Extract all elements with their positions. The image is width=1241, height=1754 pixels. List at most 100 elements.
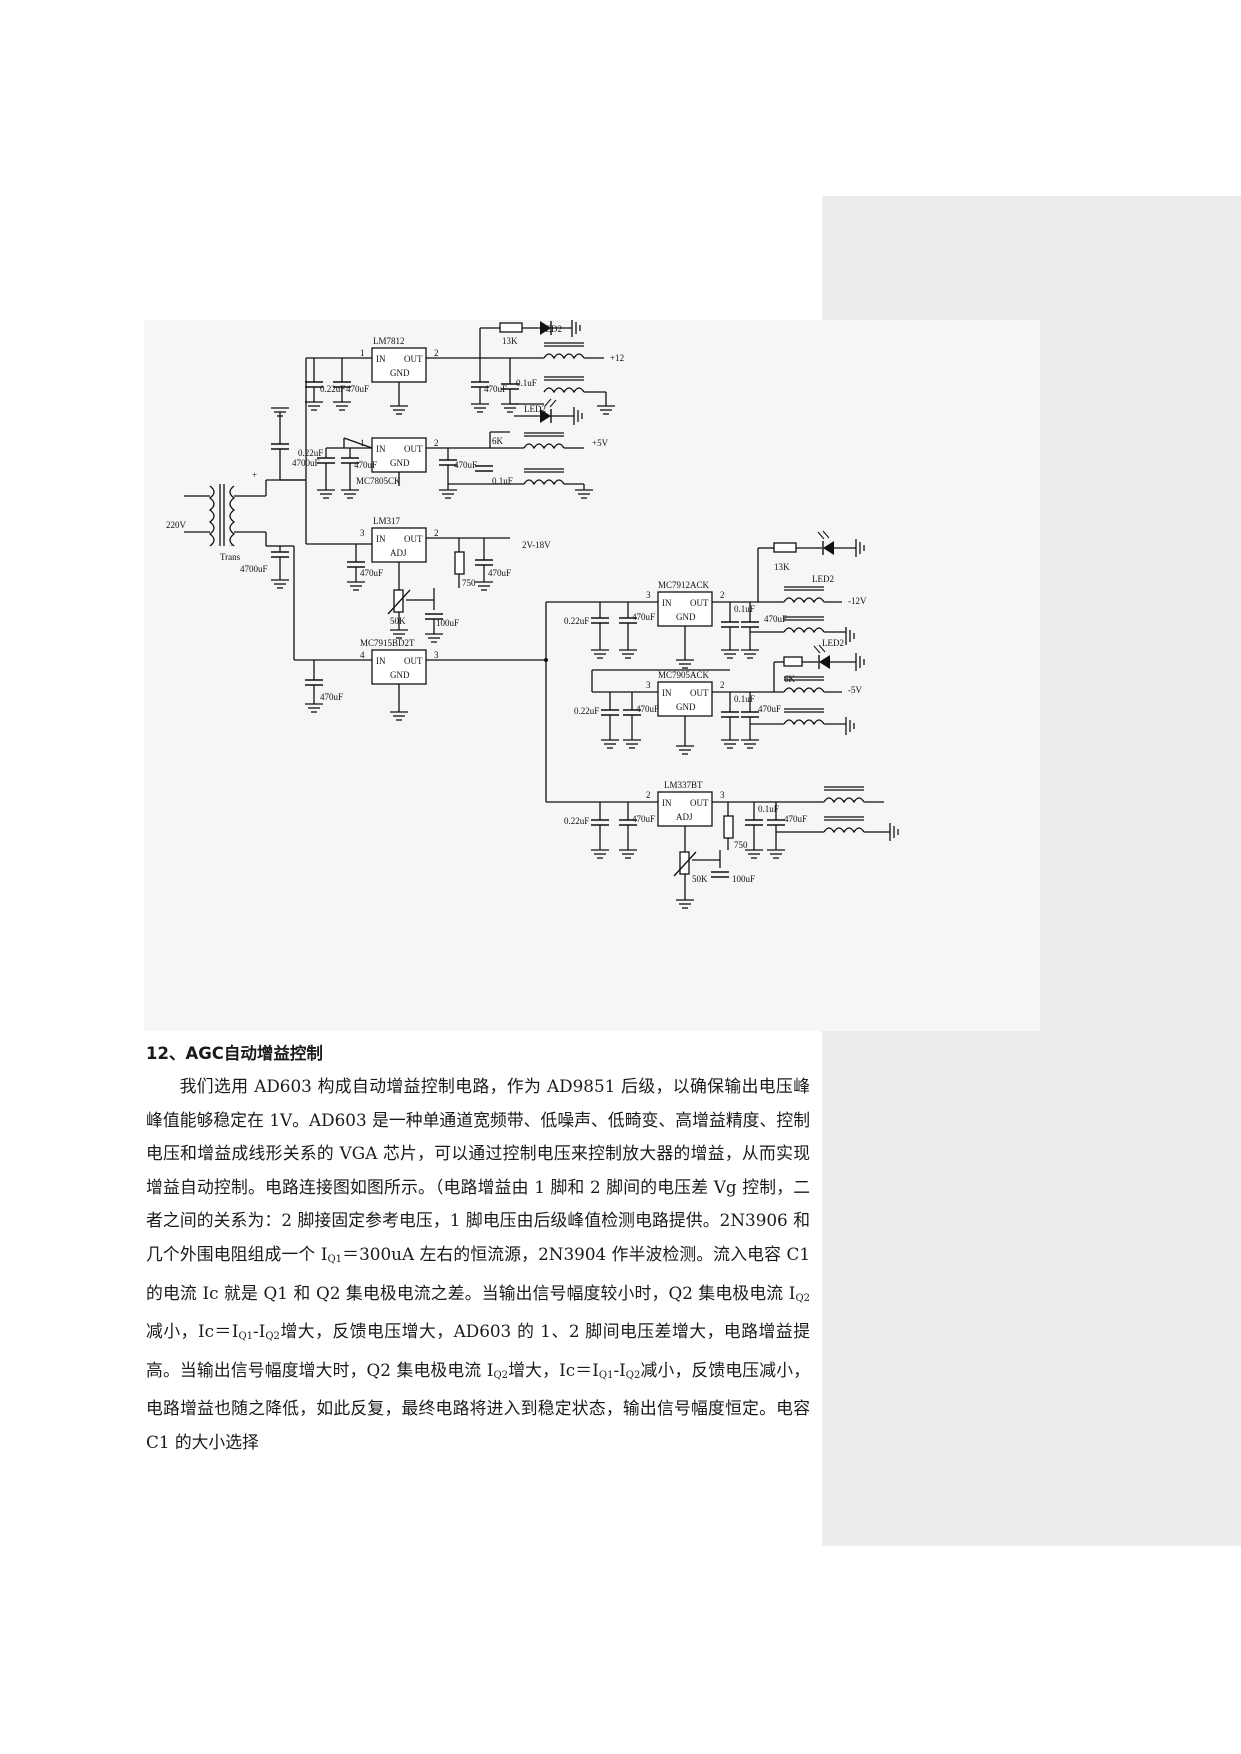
resistor-6k-label: 6K [784, 674, 796, 684]
pin-in: IN [662, 798, 672, 808]
cap-01-label: 0.1uF [758, 804, 779, 814]
output-adj-label: 2V-18V [522, 540, 551, 550]
cap-100-label: 100uF [732, 874, 755, 884]
cap-022-label: 0.22uF [564, 616, 589, 626]
subscript-q1: Q1 [238, 1331, 254, 1343]
pin-2: 2 [646, 790, 651, 800]
lm337-label: LM337BT [664, 780, 703, 790]
mc7905-label: MC7905ACK [658, 670, 710, 680]
cap-470-label: 470uF [454, 460, 477, 470]
subscript-q1: Q1 [598, 1369, 614, 1381]
pin-gnd: GND [676, 612, 696, 622]
cap-022-label: 0.22uF [574, 706, 599, 716]
minus-sign: − [230, 540, 235, 550]
pin-gnd: GND [390, 368, 410, 378]
text-run: 减小，反馈电压减小，电路增益也随之降低，如此反复，最终电路将进入到稳定状态，输出… [146, 1359, 810, 1452]
pin-2: 2 [434, 528, 439, 538]
pin-3: 3 [646, 590, 651, 600]
pin-in: IN [376, 444, 386, 454]
pin-gnd: GND [676, 702, 696, 712]
text-run: 增大，反馈电压增大，AD603 的 1、2 脚间电压差增大，电路增益提高。当输出… [146, 1321, 810, 1380]
power-supply-schematic: 220V Trans 4700uF + 4700uF − LM7812 IN O… [144, 320, 1040, 1031]
cap-01-label: 0.1uF [492, 476, 513, 486]
cap-01-label: 0.1uF [516, 378, 537, 388]
pin-1: 1 [360, 438, 365, 448]
output-minus5-label: -5V [848, 685, 862, 695]
ac-input-label: 220V [166, 520, 187, 530]
cap-470-label: 470uF [488, 568, 511, 578]
pin-3: 3 [360, 528, 365, 538]
resistor-750-label: 750 [462, 578, 476, 588]
pin-in: IN [376, 656, 386, 666]
led-label: LED2 [812, 574, 834, 584]
subscript-q1: Q1 [327, 1253, 343, 1265]
pin-out: OUT [690, 688, 709, 698]
subscript-q2: Q2 [493, 1369, 509, 1381]
subscript-q2: Q2 [795, 1292, 810, 1304]
pin-in: IN [376, 354, 386, 364]
plus-sign-top: + [252, 470, 257, 480]
pin-3: 3 [434, 650, 439, 660]
text-run: 增大，Ic＝I [508, 1359, 599, 1380]
output-minus12-label: -12V [848, 596, 867, 606]
pin-in: IN [662, 688, 672, 698]
pin-3: 3 [646, 680, 651, 690]
cap-470-label: 470uF [320, 692, 343, 702]
pin-out: OUT [404, 534, 423, 544]
cap-470-label: 470uF [354, 460, 377, 470]
pot-50k-label: 50K [692, 874, 708, 884]
text-run: -I [253, 1321, 266, 1342]
cap-4700-bottom-label: 4700uF [240, 564, 268, 574]
pin-in: IN [376, 534, 386, 544]
subscript-q2: Q2 [625, 1369, 641, 1381]
cap-022-label: 0.22uF [298, 448, 323, 458]
cap-470-label: 470uF [632, 612, 655, 622]
pin-2: 2 [720, 680, 725, 690]
lm317-label: LM317 [373, 516, 401, 526]
cap-022-label: 0.22uF [564, 816, 589, 826]
pot-50k-label: 50K [390, 616, 406, 626]
cap-022-label: 0.22uF [320, 384, 345, 394]
mc7912-label: MC7912ACK [658, 580, 710, 590]
cap-470-label: 470uF [346, 384, 369, 394]
cap-01-label: 0.1uF [734, 694, 755, 704]
cap-100-label: 100uF [436, 618, 459, 628]
cap-470-label: 470uF [784, 814, 807, 824]
subscript-q2: Q2 [265, 1331, 280, 1343]
pin-out: OUT [404, 656, 423, 666]
pin-out: OUT [404, 354, 423, 364]
resistor-13k-label: 13K [774, 562, 790, 572]
text-run: -I [613, 1359, 626, 1380]
pin-gnd: GND [390, 458, 410, 468]
output-plus5-label: +5V [592, 438, 609, 448]
resistor-750-label: 750 [734, 840, 748, 850]
pin-4: 4 [360, 650, 365, 660]
pin-1: 1 [360, 348, 365, 358]
cap-470-label: 470uF [360, 568, 383, 578]
pin-gnd: GND [390, 670, 410, 680]
led-label: LED2 [540, 324, 562, 334]
text-run: ＝300uA 左右的恒流源，2N3904 作半波检测。流入电容 C1 的电流 I… [146, 1243, 811, 1303]
pin-out: OUT [690, 598, 709, 608]
cap-470-label: 470uF [484, 384, 507, 394]
lm7812-label: LM7812 [373, 336, 405, 346]
resistor-6k-label: 6K [492, 436, 504, 446]
section-heading: 12、AGC自动增益控制 [146, 1044, 323, 1063]
cap-470-label: 470uF [636, 704, 659, 714]
section-body: 我们选用 AD603 构成自动增益控制电路，作为 AD9851 后级，以确保输出… [146, 1070, 810, 1460]
cap-470-label: 470uF [758, 704, 781, 714]
text-run: 我们选用 AD603 构成自动增益控制电路，作为 AD9851 后级，以确保输出… [146, 1076, 810, 1264]
transformer-label: Trans [220, 552, 241, 562]
led-label: LED2 [822, 638, 844, 648]
text-run: 减小，Ic＝I [146, 1321, 239, 1342]
pin-3: 3 [720, 790, 725, 800]
mc7805-label: MC7805CK [356, 476, 401, 486]
pin-2: 2 [434, 348, 439, 358]
pin-out: OUT [404, 444, 423, 454]
resistor-13k-label: 13K [502, 336, 518, 346]
pin-adj: ADJ [676, 812, 693, 822]
pin-out: OUT [690, 798, 709, 808]
body-paragraph: 我们选用 AD603 构成自动增益控制电路，作为 AD9851 后级，以确保输出… [146, 1070, 810, 1460]
pin-in: IN [662, 598, 672, 608]
mc7915-label: MC7915BD2T [360, 638, 415, 648]
